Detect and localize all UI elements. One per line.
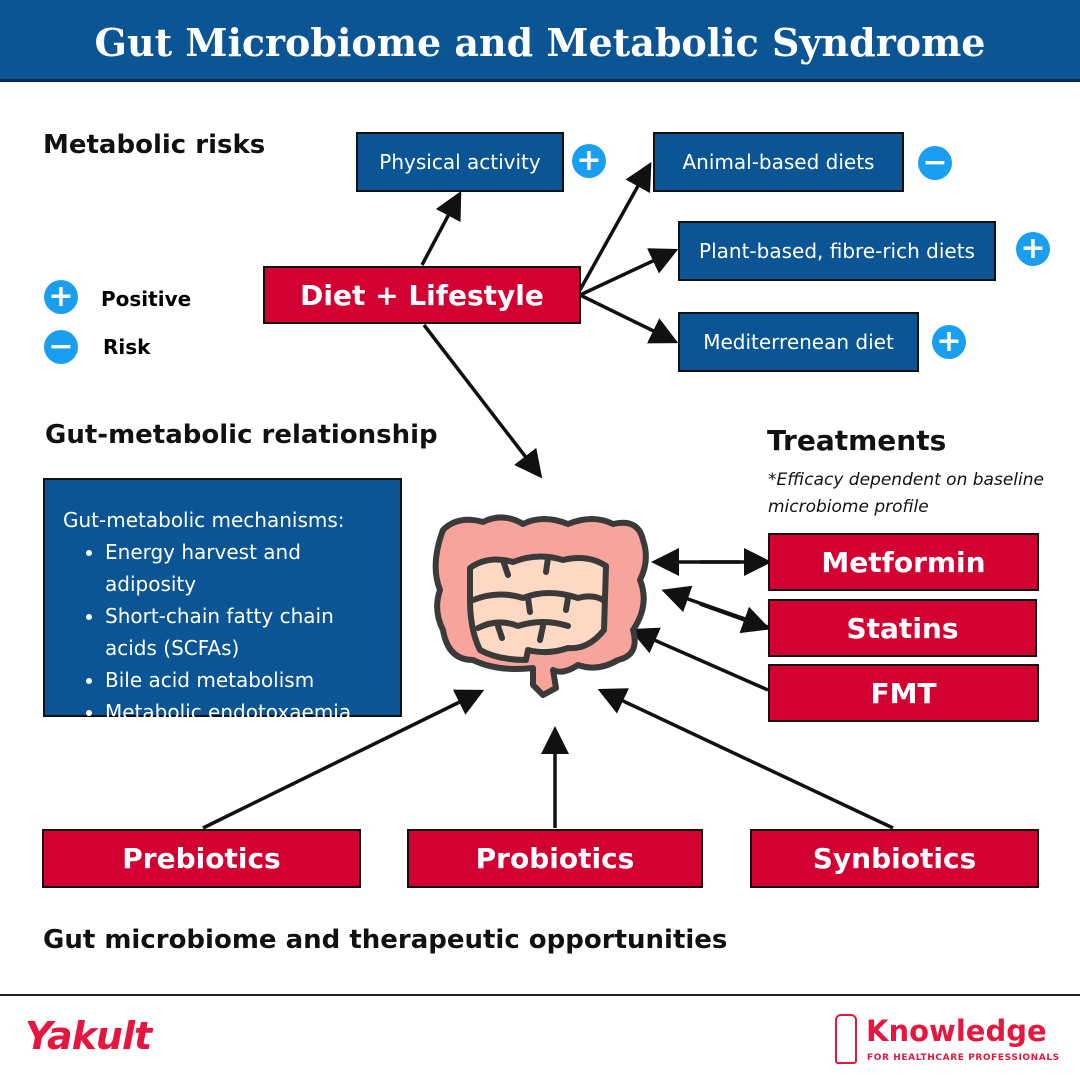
section-therapeutic: Gut microbiome and therapeutic opportuni… [43, 925, 728, 955]
knowledge-subtitle: FOR HEALTHCARE PROFESSIONALS [867, 1053, 1060, 1063]
mechanism-item: Short-chain fatty chain acids (SCFAs) [105, 600, 382, 664]
treatment-fmt: FMT [768, 664, 1039, 722]
bottle-icon [835, 1014, 857, 1064]
mechanism-item: Metabolic endotoxaemia [105, 696, 382, 728]
minus-icon: − [44, 330, 78, 364]
section-metabolic-risks: Metabolic risks [43, 130, 266, 160]
page-title: Gut Microbiome and Metabolic Syndrome [0, 0, 1080, 82]
mechanism-item: Energy harvest and adiposity [105, 536, 382, 600]
yakult-logo: Yakult [25, 1014, 152, 1058]
arrow [420, 190, 462, 266]
knowledge-logo: Knowledge [866, 1014, 1047, 1048]
factor-mediterranean-diet: Mediterrenean diet [678, 312, 919, 372]
footer-divider [0, 994, 1080, 996]
section-treatments: Treatments [767, 424, 947, 457]
intestine-icon [432, 514, 649, 698]
minus-icon: − [918, 146, 952, 180]
mechanism-item: Bile acid metabolism [105, 664, 382, 696]
therapy-synbiotics: Synbiotics [750, 829, 1039, 888]
treatments-note: *Efficacy dependent on baseline microbio… [768, 470, 1044, 517]
factor-plant-diets: Plant-based, fibre-rich diets [678, 221, 996, 281]
mechanisms-box: Gut-metabolic mechanisms: Energy harvest… [43, 478, 402, 724]
legend-positive: Positive [101, 287, 192, 311]
therapy-probiotics: Probiotics [407, 829, 703, 888]
factor-animal-diets: Animal-based diets [653, 132, 904, 192]
diet-lifestyle-box: Diet + Lifestyle [263, 266, 581, 324]
plus-icon: + [932, 325, 966, 359]
treatment-metformin: Metformin [768, 533, 1039, 591]
plus-icon: + [44, 280, 78, 314]
section-gut-metabolic: Gut-metabolic relationship [45, 420, 438, 450]
legend-risk: Risk [103, 335, 151, 359]
mechanisms-title: Gut-metabolic mechanisms: [63, 508, 345, 532]
therapy-prebiotics: Prebiotics [42, 829, 361, 888]
treatment-statins: Statins [768, 599, 1037, 657]
factor-physical-activity: Physical activity [356, 132, 564, 192]
plus-icon: + [1016, 232, 1050, 266]
plus-icon: + [572, 144, 606, 178]
